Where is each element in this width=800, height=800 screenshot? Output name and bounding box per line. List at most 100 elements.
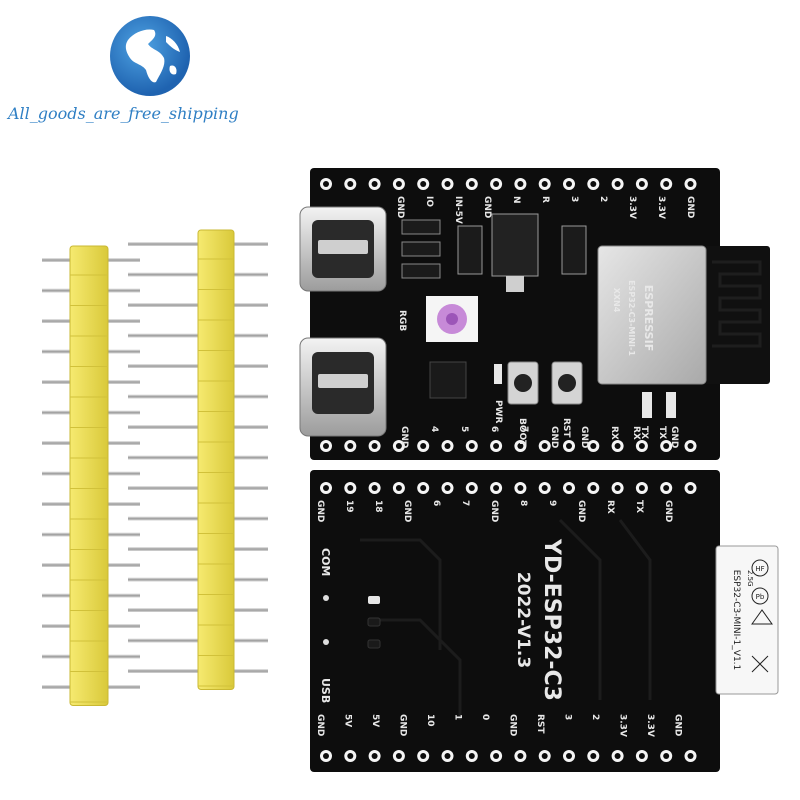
pin-label: 6: [489, 426, 499, 432]
pin-label: GND: [482, 196, 492, 218]
pin-label: TX: [639, 426, 649, 439]
pin-hole-center: [371, 753, 378, 759]
module-code-text: XXN4: [612, 288, 621, 313]
pin-hole-center: [638, 753, 645, 759]
pin-label: N: [511, 196, 521, 204]
pin-hole-center: [541, 753, 548, 759]
pin-label: GND: [579, 426, 589, 448]
pin-hole-center: [638, 181, 645, 187]
sticker-hf-mark: HF: [755, 565, 764, 573]
module-sticker: ESP32-C3-MINI-1_V1.1 HF Pb 2.5G: [715, 545, 779, 695]
pwr-label: PWR: [493, 400, 503, 424]
pin-label: IO: [424, 196, 434, 207]
pin-hole-center: [614, 753, 621, 759]
pin-label: GND: [402, 500, 412, 522]
module-brand-text: ESPRESSIF: [642, 285, 655, 351]
usb-label: USB: [319, 678, 332, 703]
pin-label: 19: [344, 500, 354, 513]
pin-hole-center: [323, 753, 329, 759]
sticker-freq-mark: 2.5G: [746, 570, 754, 587]
pin-label: 9: [547, 500, 557, 506]
pin-hole-center: [638, 443, 645, 449]
pin-hole-center: [517, 753, 524, 759]
pin-hole-center: [493, 443, 500, 449]
pin-hole-center: [566, 485, 572, 491]
pin-label: 2: [590, 714, 600, 720]
rst-button: [551, 361, 583, 405]
pin-hole-center: [444, 485, 451, 491]
pin-label: R: [540, 196, 550, 203]
pin-hole-center: [323, 443, 329, 449]
pin-hole-center: [590, 753, 597, 759]
pin-label: 4: [429, 426, 439, 432]
pin-label: GND: [669, 426, 679, 448]
sticker-label: ESP32-C3-MINI-1_V1.1: [731, 570, 741, 671]
pin-hole-center: [663, 485, 670, 491]
pin-hole-center: [395, 485, 402, 491]
pin-label: 7: [460, 500, 470, 506]
rx-led-label: RX: [631, 426, 641, 440]
pin-label: RX: [605, 500, 615, 514]
pin-hole-center: [566, 181, 572, 187]
sticker-pb-mark: Pb: [756, 593, 765, 601]
pin-hole-center: [590, 485, 597, 491]
pin-hole-center: [541, 181, 548, 187]
pin-hole-center: [614, 181, 621, 187]
pin-label: GND: [489, 500, 499, 522]
pin-hole-center: [347, 485, 354, 491]
pin-hole-center: [687, 443, 694, 449]
pin-label: 3.3V: [618, 714, 628, 737]
pin-label: GND: [685, 196, 695, 218]
pin-hole-center: [323, 485, 329, 491]
pin-hole-center: [590, 443, 597, 449]
board-title: YD-ESP32-C3: [539, 538, 564, 701]
pin-label: 10: [425, 714, 435, 727]
pin-label: 3.3V: [656, 196, 666, 219]
pin-label: 5: [459, 426, 469, 432]
pin-label: 3: [569, 196, 579, 202]
pin-hole-center: [395, 443, 402, 449]
globe-logo: [108, 14, 192, 98]
pin-hole-center: [468, 443, 475, 449]
pin-label: GND: [398, 714, 408, 736]
pin-hole-center: [541, 485, 548, 491]
pin-hole-center: [420, 753, 427, 759]
rgb-led: [426, 296, 478, 342]
pin-label: 5V: [343, 714, 353, 727]
pin-label: 6: [431, 500, 441, 506]
usb-c-connector-bottom: [299, 337, 387, 437]
board-version: 2022-V1.3: [513, 572, 533, 668]
pin-label: RX: [609, 426, 619, 440]
pin-hole-center: [371, 443, 378, 449]
pin-hole-center: [493, 753, 500, 759]
pin-label: GND: [315, 500, 325, 522]
header-plastic: [69, 245, 109, 706]
pin-hole-center: [614, 443, 621, 449]
pin-hole-center: [638, 485, 645, 491]
pin-label: TX: [634, 500, 644, 513]
pin-label: RST: [535, 714, 545, 734]
pin-hole-center: [493, 181, 500, 187]
pin-hole-center: [347, 181, 354, 187]
pin-label: 3: [563, 714, 573, 720]
watermark-text: All_goods_are_free_shipping: [8, 104, 239, 123]
rgb-label: RGB: [397, 310, 407, 331]
pin-label: 3.3V: [627, 196, 637, 219]
pin-hole-center: [371, 485, 378, 491]
pin-label: 3.3V: [645, 714, 655, 737]
pin-hole-center: [468, 181, 475, 187]
esp32-module: ESPRESSIF ESP32-C3-MINI-1 XXN4: [597, 245, 707, 385]
pin-header-right: [128, 229, 268, 690]
pin-hole-center: [420, 443, 427, 449]
pin-header-left: [42, 245, 140, 706]
pin-hole-center: [614, 485, 621, 491]
tx-led-label: TX: [657, 426, 667, 439]
pin-hole-center: [517, 443, 524, 449]
pin-hole-center: [444, 443, 451, 449]
pin-hole-center: [687, 181, 694, 187]
pin-hole-center: [347, 753, 354, 759]
pin-hole-center: [395, 753, 402, 759]
pin-hole-center: [371, 181, 378, 187]
pin-hole-center: [687, 753, 694, 759]
